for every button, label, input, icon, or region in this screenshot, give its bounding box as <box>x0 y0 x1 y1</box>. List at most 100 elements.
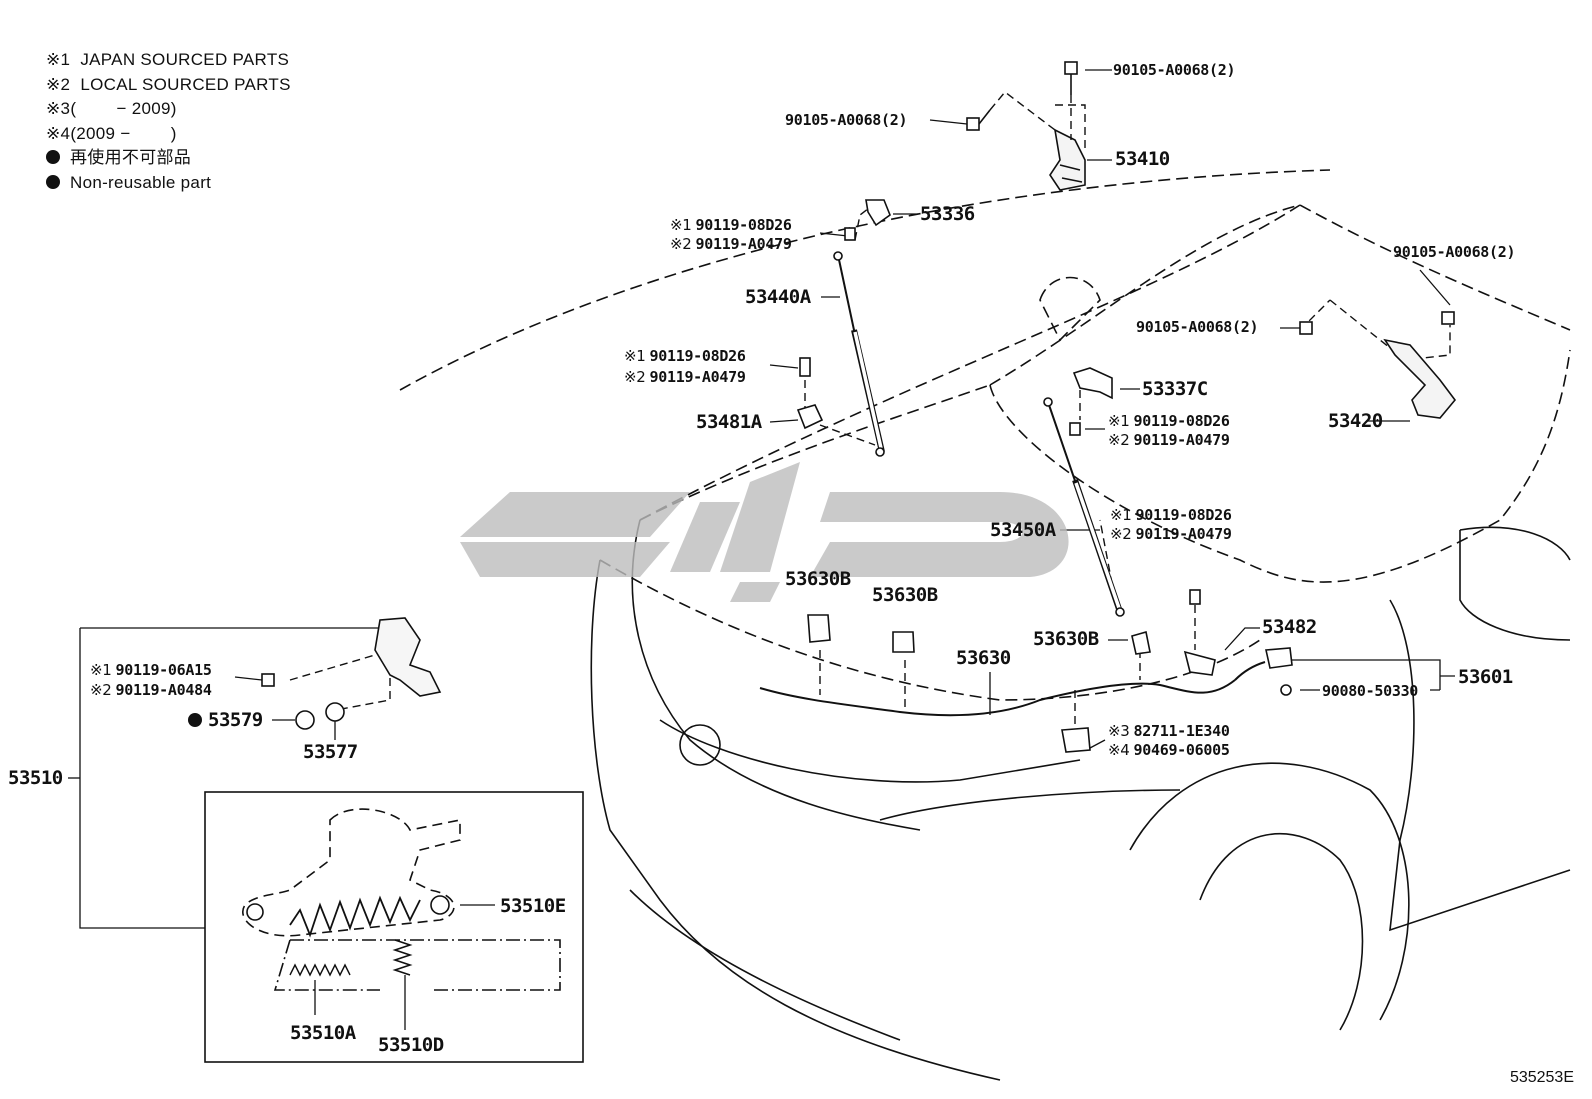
legend-row: 再使用不可部品 <box>46 146 291 171</box>
part-label: 90080-50330 <box>1322 682 1419 700</box>
non-reusable-dot-icon <box>188 713 202 727</box>
part-label: 53450A <box>990 519 1056 541</box>
part-label: 53601 <box>1458 666 1513 688</box>
bracket-53336 <box>844 199 891 241</box>
part-label: 53630B <box>872 584 938 606</box>
non-reusable-dot-icon <box>46 174 60 189</box>
footnote-mark: ※4 <box>1108 741 1130 759</box>
part-number: 90119-A0479 <box>1135 525 1232 543</box>
legend-row: ※4(2009 − ) <box>46 122 291 147</box>
part-label: 90105-A0068(2) <box>1136 318 1259 336</box>
part-label: 53630 <box>956 647 1011 669</box>
legend-mark: ※3 <box>46 99 71 118</box>
part-label: 53510 <box>8 767 63 789</box>
part-label: 53440A <box>745 286 811 308</box>
part-number: 90469-06005 <box>1133 741 1230 759</box>
legend-text: 再使用不可部品 <box>70 148 192 167</box>
sensor-82711 <box>1061 727 1091 753</box>
part-label: 53510A <box>290 1022 356 1044</box>
legend-text: LOCAL SOURCED PARTS <box>80 74 291 94</box>
part-number: 90119-08D26 <box>695 216 792 234</box>
legend-row: Non-reusable part <box>46 171 291 196</box>
part-number: 90119-06A15 <box>115 661 212 679</box>
non-reusable-dot-icon <box>46 150 60 164</box>
part-label: 53577 <box>303 741 358 763</box>
bracket-53481a <box>796 357 824 430</box>
part-label: 53510D <box>378 1034 444 1056</box>
part-label: 53336 <box>920 203 975 225</box>
watermark-logo <box>460 462 1069 602</box>
legend-text: ( − 2009) <box>70 99 177 118</box>
footnote-mark: ※1 <box>1108 412 1130 430</box>
part-number: 90119-A0479 <box>1133 431 1230 449</box>
part-number: 90119-A0484 <box>115 681 212 699</box>
part-label: 53410 <box>1115 148 1170 170</box>
part-label: 90105-A0068(2) <box>785 111 908 129</box>
footnote-mark: ※2 <box>1110 525 1132 543</box>
part-number: 53579 <box>208 709 263 731</box>
bracket-53337c <box>1069 367 1113 436</box>
footnote-mark: ※2 <box>670 235 692 253</box>
release-lever-53601 <box>1265 647 1293 696</box>
footnote-mark: ※2 <box>624 368 646 386</box>
part-number: 82711-1E340 <box>1133 722 1230 740</box>
part-label: 53630B <box>1033 628 1099 650</box>
part-label: 53579 <box>188 709 263 731</box>
hood-lock-53510 <box>261 617 442 730</box>
part-number: 90119-08D26 <box>1133 412 1230 430</box>
gas-strut-53450a <box>1043 397 1125 617</box>
part-number: 90119-A0479 <box>695 235 792 253</box>
footnote-mark: ※2 <box>1108 431 1130 449</box>
legend-text: Non-reusable part <box>70 172 212 192</box>
legend-mark: ※4 <box>46 123 71 143</box>
legend-row: ※2 LOCAL SOURCED PARTS <box>46 73 291 98</box>
footnote-mark: ※1 <box>670 216 692 234</box>
footnote-mark: ※1 <box>90 661 112 679</box>
legend-mark: ※1 <box>46 50 71 69</box>
inset-box <box>204 791 584 1063</box>
clips-53630b <box>807 589 1201 655</box>
part-label: 53420 <box>1328 410 1383 432</box>
part-number: 90119-08D26 <box>649 347 746 365</box>
legend-text: JAPAN SOURCED PARTS <box>80 50 290 69</box>
legend-row: ※3( − 2009) <box>46 97 291 122</box>
part-label: 90105-A0068(2) <box>1393 243 1516 261</box>
legend-text: (2009 − ) <box>70 123 177 143</box>
part-label: 90105-A0068(2) <box>1113 61 1236 79</box>
part-label: 53481A <box>696 411 762 433</box>
legend-mark: ※2 <box>46 74 71 94</box>
car-body-outline <box>399 169 1571 701</box>
footnote-mark: ※1 <box>624 347 646 365</box>
hood-cable-53630 <box>759 661 1266 717</box>
hinge-53420 <box>1299 311 1457 419</box>
footnote-mark: ※3 <box>1108 722 1130 740</box>
part-number: 90119-A0479 <box>649 368 746 386</box>
part-label: 53337C <box>1142 378 1208 400</box>
footnote-mark: ※1 <box>1110 506 1132 524</box>
legend: ※1 JAPAN SOURCED PARTS ※2 LOCAL SOURCED … <box>46 48 291 195</box>
hinge-53410 <box>966 61 1086 191</box>
part-label: 53630B <box>785 568 851 590</box>
part-label: 53482 <box>1262 616 1317 638</box>
footnote-mark: ※2 <box>90 681 112 699</box>
legend-row: ※1 JAPAN SOURCED PARTS <box>46 48 291 73</box>
bracket-53482 <box>1183 650 1216 676</box>
part-number: 90119-08D26 <box>1135 506 1232 524</box>
car-body-solid <box>590 519 1571 1081</box>
part-label: 53510E <box>500 895 566 917</box>
gas-strut-53440a <box>833 251 885 457</box>
diagram-id: 535253E <box>1509 1069 1574 1086</box>
